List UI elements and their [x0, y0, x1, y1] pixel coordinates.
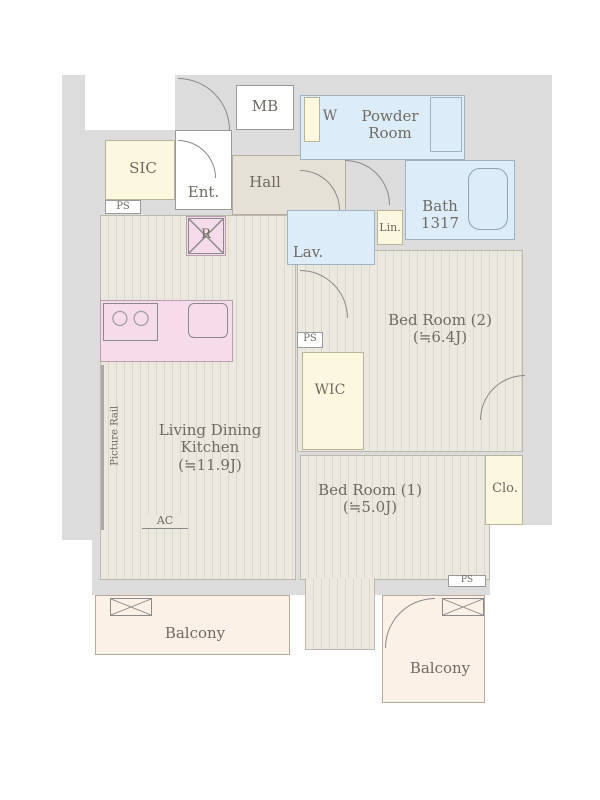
ldk-floor — [100, 215, 296, 580]
ldk-name-2: Kitchen — [180, 438, 240, 457]
sic — [105, 140, 175, 200]
picture-rail — [101, 365, 104, 530]
ps-bottom — [448, 575, 486, 587]
ps-top-label: PS — [116, 201, 130, 212]
ldk-name-1: Living Dining — [158, 421, 262, 439]
powder-room-label-1: Powder — [361, 107, 419, 125]
linen — [377, 210, 403, 245]
bedroom2-label: Bed Room (2) (≒6.4J) — [375, 311, 505, 347]
balcony-right-label: Balcony — [409, 659, 471, 677]
bath-label-1: Bath — [422, 197, 458, 215]
closet-label: Clo. — [492, 481, 518, 496]
hall-label: Hall — [249, 173, 281, 191]
ldk-size: (≒11.9J) — [178, 455, 242, 474]
bath-label: Bath 1317 — [412, 197, 468, 233]
lavatory — [287, 210, 375, 265]
bedroom1-alcove — [305, 578, 375, 650]
bedroom1-floor — [300, 455, 490, 580]
outer-notch-top — [85, 75, 175, 130]
bedroom2-name: Bed Room (2) — [388, 311, 492, 329]
sic-label: SIC — [129, 159, 157, 177]
outdoor-unit-icon — [110, 598, 152, 616]
linen-label: Lin. — [379, 221, 401, 234]
ps-top — [105, 200, 141, 214]
stove-icon — [103, 303, 158, 341]
powder-room-label-2: Room — [368, 124, 412, 143]
ac-label: AC — [142, 514, 188, 528]
washer-space — [304, 97, 320, 142]
outer-notch-left — [62, 540, 92, 595]
washer-label: W — [322, 108, 338, 124]
ldk-label: Living Dining Kitchen (≒11.9J) — [140, 421, 280, 474]
bathtub — [468, 168, 508, 230]
lavatory-label: Lav. — [292, 243, 324, 261]
mb-label: MB — [251, 97, 279, 115]
outdoor-unit-icon — [442, 598, 484, 616]
toilet — [430, 97, 462, 152]
ps-mid-label: PS — [303, 333, 317, 344]
wic — [302, 352, 364, 450]
bedroom1-size: (≒5.0J) — [342, 498, 398, 517]
powder-room-label: Powder Room — [345, 107, 435, 143]
bedroom1-label: Bed Room (1) (≒5.0J) — [305, 481, 435, 517]
bedroom2-size: (≒6.4J) — [412, 328, 468, 347]
outer-notch-right — [490, 525, 552, 595]
wic-label: WIC — [314, 382, 346, 398]
refrigerator-icon — [188, 218, 224, 254]
bath-size-label: 1317 — [420, 214, 460, 233]
sink-icon — [188, 303, 228, 338]
ps-mid — [297, 332, 323, 348]
ps-bottom-label: PS — [460, 575, 474, 585]
balcony-left-label: Balcony — [164, 624, 226, 642]
closet — [485, 455, 523, 525]
bedroom1-name: Bed Room (1) — [318, 481, 422, 499]
refrigerator-label: R — [201, 227, 211, 242]
picture-rail-label: Picture Rail — [109, 405, 121, 466]
entrance-label: Ent. — [187, 183, 220, 201]
mb — [236, 85, 294, 130]
